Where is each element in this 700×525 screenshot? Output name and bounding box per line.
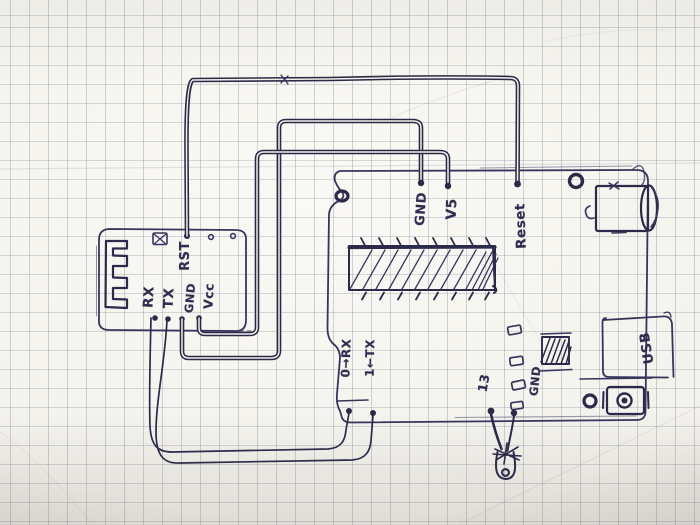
module-pad — [229, 232, 237, 240]
paper-creases — [0, 29, 700, 525]
pin-headers — [506, 324, 527, 411]
label-reset: Reset — [512, 202, 530, 250]
module-pad — [207, 233, 215, 241]
label-rst: RST — [178, 241, 193, 271]
power-jack — [584, 181, 659, 234]
wire-rst-to-reset — [184, 74, 521, 239]
usb-connector — [579, 311, 675, 380]
led-icon — [487, 407, 522, 480]
tx-pin — [165, 316, 171, 322]
reset-button-icon — [602, 385, 650, 416]
rx-pin — [152, 315, 158, 321]
usb-plug-icon — [104, 239, 129, 310]
label-rx: RX — [140, 285, 158, 309]
wire-tx-to-pin1 — [155, 319, 376, 464]
label-pin1-tx: 1←TX — [362, 338, 378, 378]
mounting-hole — [334, 189, 350, 203]
label-v5: V5 — [443, 197, 461, 221]
label-pin0-rx: 0→RX — [338, 338, 354, 378]
wire-vcc-to-v5 — [196, 149, 452, 337]
serial-adapter-module — [96, 228, 247, 332]
microcontroller-chip — [347, 237, 499, 301]
label-tx: TX — [160, 287, 178, 309]
wire-rx-to-pin0 — [148, 317, 352, 453]
mounting-hole — [582, 393, 598, 409]
wire-gnd-to-gnd — [179, 118, 425, 361]
hatched-component — [539, 332, 573, 372]
label-gnd-top: GND — [412, 191, 431, 227]
crystal-icon — [152, 232, 168, 246]
mounting-hole — [567, 172, 585, 190]
label-vcc: Vcc — [200, 282, 217, 310]
